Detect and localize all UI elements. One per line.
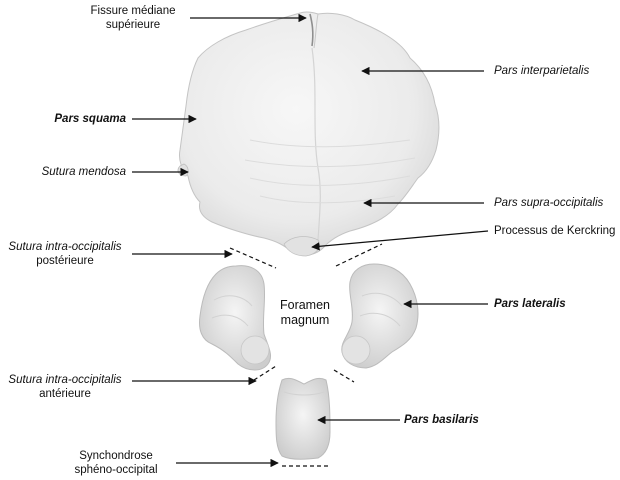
squama-bone xyxy=(178,12,439,256)
label-synchondrose-line2: sphéno-occipital xyxy=(56,463,176,477)
dash-post-right xyxy=(336,244,382,266)
label-synchondrose: Synchondrose sphéno-occipital xyxy=(56,449,176,477)
label-sutura-intra-post-line2: postérieure xyxy=(0,254,130,268)
label-pars-supra-occipitalis: Pars supra-occipitalis xyxy=(494,196,603,210)
pars-lateralis-right-bone xyxy=(342,264,418,368)
label-synchondrose-line1: Synchondrose xyxy=(56,449,176,463)
pars-lateralis-left-bone xyxy=(200,266,271,370)
label-pars-interparietalis: Pars interparietalis xyxy=(494,64,589,78)
label-foramen-line2: magnum xyxy=(270,313,340,328)
label-sutura-intra-ant-line2: antérieure xyxy=(0,387,130,401)
pars-basilaris-bone xyxy=(276,378,330,459)
label-sutura-intra-post: Sutura intra-occipitalis postérieure xyxy=(0,240,130,268)
dash-post-left xyxy=(230,248,276,268)
label-pars-lateralis: Pars lateralis xyxy=(494,297,566,311)
dash-ant-right xyxy=(334,370,354,382)
label-pars-basilaris: Pars basilaris xyxy=(404,413,479,427)
label-foramen-line1: Foramen xyxy=(270,298,340,313)
label-sutura-mendosa: Sutura mendosa xyxy=(14,165,126,179)
label-fissure-line1: Fissure médiane xyxy=(78,4,188,18)
label-foramen-magnum: Foramen magnum xyxy=(270,298,340,328)
label-sutura-intra-ant-line1: Sutura intra-occipitalis xyxy=(0,373,130,387)
label-processus-kerckring: Processus de Kerckring xyxy=(494,224,615,238)
label-fissure-mediane: Fissure médiane supérieure xyxy=(78,4,188,32)
label-pars-squama: Pars squama xyxy=(20,112,126,126)
label-fissure-line2: supérieure xyxy=(78,18,188,32)
label-sutura-intra-post-line1: Sutura intra-occipitalis xyxy=(0,240,130,254)
label-sutura-intra-ant: Sutura intra-occipitalis antérieure xyxy=(0,373,130,401)
